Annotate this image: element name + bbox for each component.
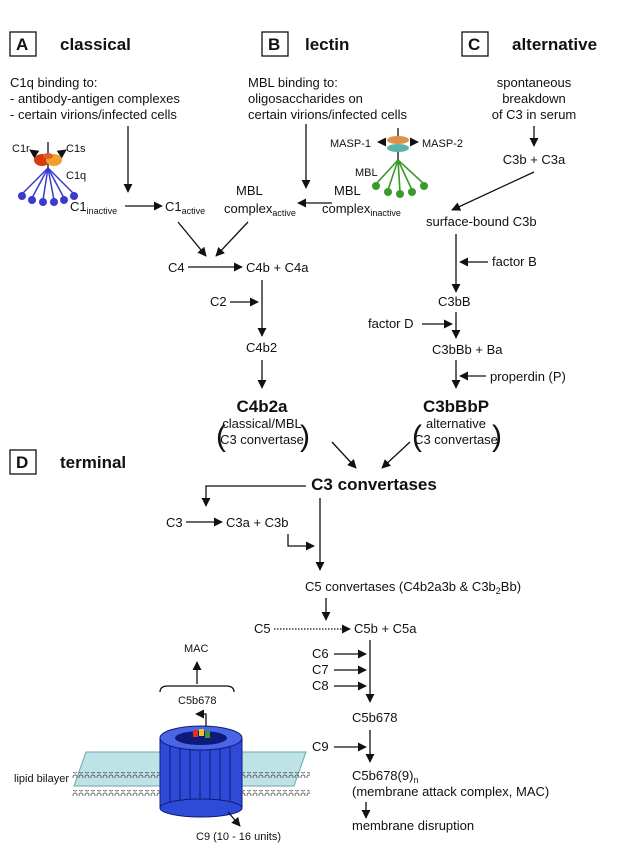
- lectin-desc-1: MBL binding to:: [248, 75, 338, 90]
- c5b6789n: C5b678(9)n: [352, 768, 418, 785]
- panel-a-header: A classical: [9, 31, 131, 57]
- panel-d-header: D terminal: [9, 449, 126, 475]
- alt-desc-1: spontaneous: [497, 75, 572, 90]
- c4b2a: C4b2a: [236, 397, 288, 416]
- c1-complex-icon: [18, 142, 78, 206]
- alt-convertase-1: alternative: [426, 416, 486, 431]
- mac-fig-label: MAC: [184, 643, 209, 655]
- c1r-label: C1r: [12, 143, 30, 155]
- membrane-disruption: membrane disruption: [352, 818, 474, 833]
- lipid-bilayer-label: lipid bilayer: [14, 773, 69, 785]
- panel-a-title: classical: [60, 35, 131, 54]
- c9: C9: [312, 739, 329, 754]
- panel-b-header: B lectin: [261, 31, 349, 57]
- mac-label: (membrane attack complex, MAC): [352, 784, 549, 799]
- alt-paren-left: (: [412, 420, 422, 453]
- masp2-label: MASP-2: [422, 138, 463, 150]
- mbl-complex-icon: [372, 128, 428, 198]
- panel-b-title: lectin: [305, 35, 349, 54]
- c1s-label: C1s: [66, 143, 86, 155]
- c4b2: C4b2: [246, 340, 277, 355]
- masp1-label: MASP-1: [330, 138, 371, 150]
- mbl-complex-inactive-1: MBL: [334, 183, 361, 198]
- c1q-label: C1q: [66, 170, 86, 182]
- c1-active: C1active: [165, 199, 205, 216]
- alt-convertase-2: C3 convertase: [414, 432, 498, 447]
- c2: C2: [210, 294, 227, 309]
- c1-inactive: C1inactive: [70, 199, 117, 216]
- panel-d-title: terminal: [60, 453, 126, 472]
- panel-c-title: alternative: [512, 35, 597, 54]
- c3bbb-ba: C3bBb + Ba: [432, 342, 503, 357]
- c5b-c5a: C5b + C5a: [354, 621, 417, 636]
- c5b678: C5b678: [352, 710, 398, 725]
- c4: C4: [168, 260, 185, 275]
- mbl-complex-active-1: MBL: [236, 183, 263, 198]
- c3a-c3b: C3a + C3b: [226, 515, 289, 530]
- c5: C5: [254, 621, 271, 636]
- classical-desc-1: C1q binding to:: [10, 75, 97, 90]
- c4b-c4a: C4b + C4a: [246, 260, 309, 275]
- factor-d: factor D: [368, 316, 414, 331]
- classical-desc-2: - antibody-antigen complexes: [10, 91, 180, 106]
- mbl-complex-active: complexactive: [224, 201, 296, 218]
- c3bbbp: C3bBbP: [423, 397, 489, 416]
- classical-paren-left: (: [216, 420, 226, 453]
- panel-c-letter: C: [468, 35, 480, 54]
- classical-convertase-2: C3 convertase: [220, 432, 304, 447]
- alt-desc-2: breakdown: [502, 91, 566, 106]
- classical-desc-3: - certain virions/infected cells: [10, 107, 177, 122]
- panel-a-letter: A: [16, 35, 28, 54]
- panel-b-letter: B: [268, 35, 280, 54]
- c8: C8: [312, 678, 329, 693]
- c7: C7: [312, 662, 329, 677]
- lectin-desc-2: oligosaccharides on: [248, 91, 363, 106]
- mbl-complex-inactive: complexinactive: [322, 201, 401, 218]
- alt-desc-3: of C3 in serum: [492, 107, 577, 122]
- alt-paren-right: ): [492, 420, 502, 453]
- classical-convertase-1: classical/MBL: [222, 416, 301, 431]
- panel-d-letter: D: [16, 453, 28, 472]
- factor-b: factor B: [492, 254, 537, 269]
- c6: C6: [312, 646, 329, 661]
- c5-convertases: C5 convertases (C4b2a3b & C3b2Bb): [305, 579, 521, 596]
- c9-units-label: C9 (10 - 16 units): [196, 831, 281, 843]
- c3-convertases: C3 convertases: [311, 475, 437, 494]
- mac-fig-c5b678: C5b678: [178, 695, 217, 707]
- mac-pore-icon: [72, 725, 310, 818]
- c3bb: C3bB: [438, 294, 471, 309]
- c3: C3: [166, 515, 183, 530]
- classical-paren-right: ): [300, 420, 310, 453]
- alt-c3b-c3a: C3b + C3a: [503, 152, 566, 167]
- mbl-label: MBL: [355, 167, 378, 179]
- surface-bound-c3b: surface-bound C3b: [426, 214, 537, 229]
- properdin: properdin (P): [490, 369, 566, 384]
- panel-c-header: C alternative: [461, 31, 597, 57]
- lectin-desc-3: certain virions/infected cells: [248, 107, 407, 122]
